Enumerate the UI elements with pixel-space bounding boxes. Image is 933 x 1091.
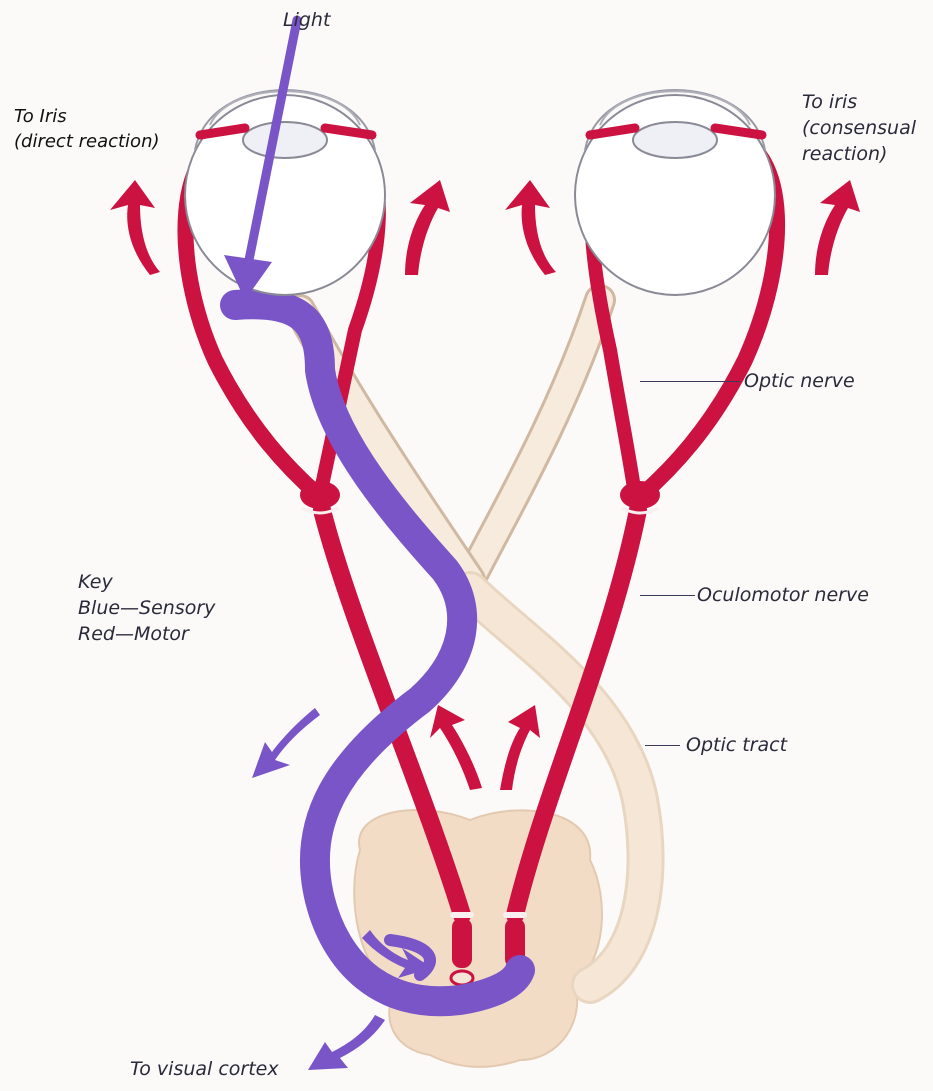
- iris-consensual-label-line1: To iris: [802, 90, 857, 114]
- pretectal-arrows: [430, 705, 540, 790]
- visual-cortex-label: To visual cortex: [130, 1057, 279, 1081]
- iris-direct-label-line2: (direct reaction): [14, 130, 160, 154]
- key-sensory: Blue—Sensory: [78, 596, 215, 620]
- iris-direct-label-line1: To Iris: [14, 105, 67, 129]
- iris-consensual-label-line3: reaction): [802, 142, 887, 166]
- key-motor: Red—Motor: [78, 622, 215, 646]
- iris-consensual-label-line2: (consensual: [802, 116, 916, 140]
- left-eye: [185, 90, 385, 295]
- optic-nerve-label: Optic nerve: [744, 369, 855, 393]
- right-eye: [575, 90, 775, 295]
- oculomotor-nerve-label: Oculomotor nerve: [697, 583, 869, 607]
- light-label: Light: [283, 8, 330, 32]
- optic-nerve-leader: [640, 381, 740, 382]
- oculomotor-nerve-leader: [640, 595, 695, 596]
- optic-tract-leader: [645, 745, 680, 746]
- key-title: Key: [78, 570, 215, 594]
- optic-tract-label: Optic tract: [686, 733, 787, 757]
- key-legend: Key Blue—Sensory Red—Motor: [78, 570, 215, 646]
- ciliary-ganglia: [300, 481, 660, 513]
